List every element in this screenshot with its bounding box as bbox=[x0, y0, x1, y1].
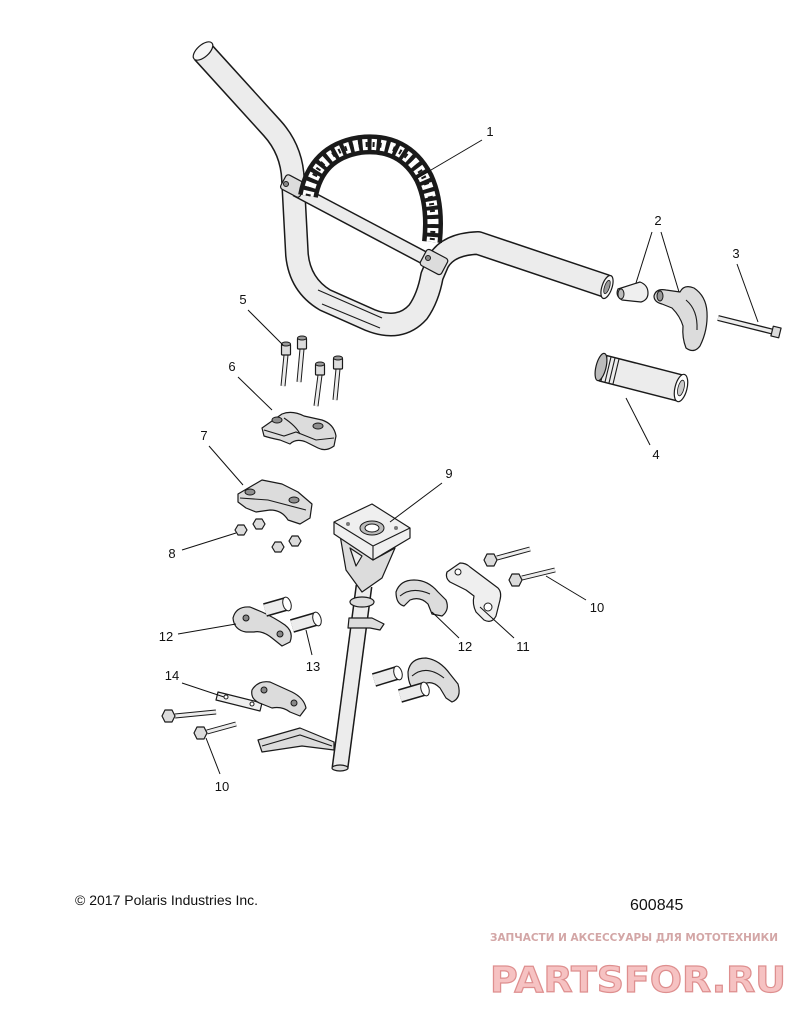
crossbar-clamp-right bbox=[419, 248, 449, 276]
callout-1: 1 bbox=[486, 124, 493, 139]
steering-post bbox=[257, 503, 411, 772]
handlebar bbox=[192, 41, 614, 337]
copyright: © 2017 Polaris Industries Inc. bbox=[75, 892, 258, 908]
nut bbox=[288, 535, 302, 547]
callout-3: 3 bbox=[732, 246, 739, 261]
callout-12-left: 12 bbox=[159, 629, 173, 644]
callout-13: 13 bbox=[306, 659, 320, 674]
watermark-tagline: ЗАПЧАСТИ И АКСЕССУАРЫ ДЛЯ МОТОТЕХНИКИ bbox=[490, 931, 778, 944]
throttle-lever bbox=[653, 286, 708, 352]
nuts bbox=[234, 518, 302, 553]
watermark-logo-text: PARTSFOR.RU bbox=[490, 960, 786, 1001]
nut bbox=[234, 524, 248, 536]
grip bbox=[594, 352, 689, 403]
clamp-bolt bbox=[280, 341, 292, 387]
callout-7: 7 bbox=[200, 428, 207, 443]
callout-10-right: 10 bbox=[590, 600, 604, 615]
leader-lines bbox=[177, 139, 759, 775]
clamp-bolt bbox=[332, 355, 344, 401]
post-clamp-lower-left bbox=[251, 681, 307, 717]
throttle-insert bbox=[616, 281, 649, 303]
clamp-bolts bbox=[280, 335, 344, 407]
bolts-bottom bbox=[161, 709, 237, 740]
callout-9: 9 bbox=[445, 466, 452, 481]
callout-14: 14 bbox=[165, 668, 179, 683]
mount-bracket bbox=[445, 562, 502, 622]
handlebar-clamp-upper bbox=[261, 411, 337, 451]
post-clamp-upper-right bbox=[395, 579, 448, 617]
callout-11: 11 bbox=[516, 639, 530, 654]
callout-5: 5 bbox=[239, 292, 246, 307]
crossbar-pad bbox=[298, 134, 443, 244]
post-clamp-left bbox=[232, 606, 292, 647]
diagram-number: 600845 bbox=[630, 897, 683, 914]
clamp-bolt bbox=[313, 361, 326, 407]
crossbar bbox=[292, 183, 436, 269]
spacer-plate bbox=[215, 691, 263, 712]
callout-4: 4 bbox=[652, 447, 659, 462]
callout-12-right: 12 bbox=[458, 639, 472, 654]
bolt-long bbox=[717, 315, 782, 339]
watermark-logo: ЗАПЧАСТИ И АКСЕССУАРЫ ДЛЯ МОТОТЕХНИКИ PA… bbox=[489, 931, 786, 1002]
bushings bbox=[263, 596, 430, 703]
callout-6: 6 bbox=[228, 359, 235, 374]
bolts-right bbox=[483, 546, 556, 587]
callout-8: 8 bbox=[168, 546, 175, 561]
nut bbox=[271, 541, 285, 553]
clamp-bolt bbox=[296, 335, 308, 383]
nut bbox=[252, 518, 266, 530]
callout-labels: 1 2 3 4 5 6 7 8 9 10 11 12 12 13 14 10 bbox=[159, 124, 740, 794]
callout-10-bottom: 10 bbox=[215, 779, 229, 794]
callout-2: 2 bbox=[654, 213, 661, 228]
handlebar-clamp-lower bbox=[237, 479, 313, 525]
